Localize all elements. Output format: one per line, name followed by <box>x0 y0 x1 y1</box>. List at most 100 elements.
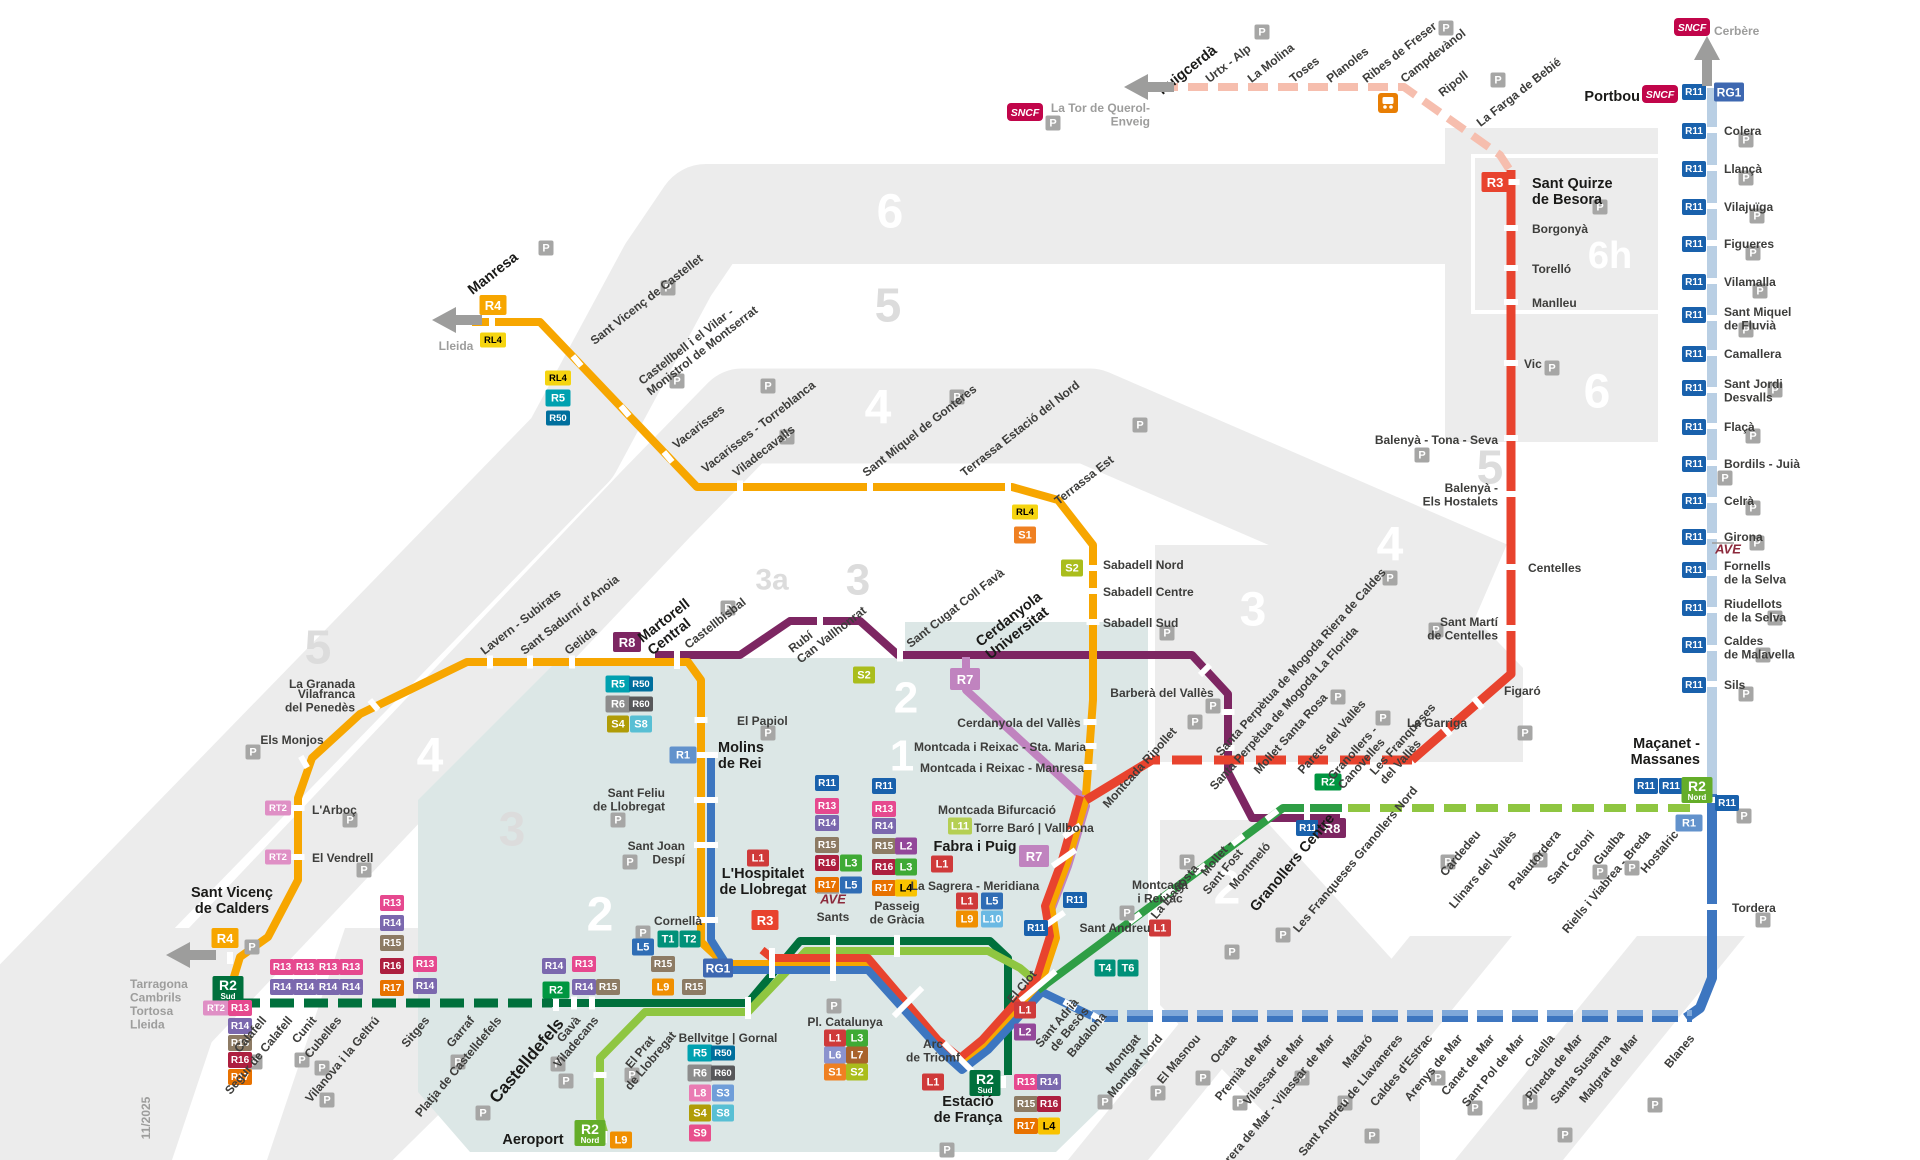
svg-text:R13: R13 <box>231 1003 250 1014</box>
badge-R14: R14 <box>872 818 896 834</box>
svg-text:P: P <box>1561 1130 1568 1142</box>
parking-icon: P <box>550 1056 566 1072</box>
svg-text:R50: R50 <box>549 413 566 424</box>
badge-R11: R11 <box>1682 637 1706 653</box>
badge-RT2: RT2 <box>265 849 291 865</box>
badge-RT2: RT2 <box>203 1000 229 1016</box>
station-tick <box>1705 570 1719 576</box>
station-tick <box>1192 862 1208 876</box>
svg-text:R5: R5 <box>693 1048 707 1060</box>
badge-S2: S2 <box>846 1063 868 1081</box>
svg-text:R11: R11 <box>1685 164 1703 175</box>
station-tick <box>817 614 823 628</box>
badge-R16: R16 <box>1037 1096 1061 1112</box>
badge-L5: L5 <box>840 876 862 894</box>
parking-icon: P <box>450 1054 466 1070</box>
badge-L3: L3 <box>895 858 917 876</box>
svg-text:P: P <box>1742 325 1749 337</box>
badge-R4: R4 <box>211 928 239 948</box>
svg-text:R50: R50 <box>714 1048 731 1059</box>
station-tick <box>1083 764 1097 770</box>
badge-RL4: RL4 <box>545 370 571 386</box>
station-tick <box>674 647 680 669</box>
badge-R15: R15 <box>380 935 404 951</box>
parking-icon: P <box>635 925 651 941</box>
svg-text:R11: R11 <box>1685 603 1703 614</box>
svg-text:P: P <box>1199 1073 1206 1085</box>
svg-text:R5: R5 <box>611 679 625 691</box>
station-label: Balenyà - Tona - Seva <box>1375 433 1498 447</box>
svg-text:R1: R1 <box>676 750 690 762</box>
badge-R17: R17 <box>1014 1118 1038 1134</box>
badge-L7: L7 <box>846 1046 868 1064</box>
badge-R11: R11 <box>1682 529 1706 545</box>
station-label: Bellvitge | Gornal <box>679 1031 778 1045</box>
svg-text:S2: S2 <box>850 1067 863 1079</box>
badge-R11: R11 <box>1063 892 1087 908</box>
badge-R15: R15 <box>651 956 675 972</box>
station-label: Montcada Bifurcació <box>938 803 1056 817</box>
parking-icon: P <box>1132 417 1148 433</box>
station-tick <box>527 655 533 669</box>
badge-S4: S4 <box>689 1104 711 1122</box>
parking-icon: P <box>1745 500 1761 516</box>
badge-R13: R13 <box>228 1000 252 1016</box>
badge-R11: R11 <box>1296 820 1320 836</box>
svg-text:R11: R11 <box>1685 277 1703 288</box>
station-tick <box>1005 480 1011 494</box>
badge-R11: R11 <box>1024 920 1048 936</box>
svg-text:P: P <box>614 815 621 827</box>
badge-R16: R16 <box>228 1052 252 1068</box>
station-label: La Tor de Querol-Enveig <box>1051 101 1150 129</box>
station-tick <box>1230 833 1246 847</box>
station-tick <box>1504 491 1518 497</box>
zone-number: 4 <box>1377 519 1404 572</box>
parking-icon: P <box>1592 199 1608 215</box>
svg-text:P: P <box>673 376 680 388</box>
svg-text:R11: R11 <box>1685 349 1703 360</box>
zone-number: 4 <box>865 382 892 435</box>
station-label: Lleida <box>439 339 474 353</box>
badge-R13: R13 <box>572 956 596 972</box>
badge-R7: R7 <box>950 668 980 690</box>
station-tick <box>1197 662 1213 678</box>
parking-icon: P <box>939 1142 955 1158</box>
station-tick <box>1704 904 1720 910</box>
station-tick <box>737 480 743 494</box>
parking-icon: P <box>622 854 638 870</box>
badge-R11: R11 <box>1682 307 1706 323</box>
badge-RG1: RG1 <box>703 958 733 978</box>
parking-icon: P <box>1755 647 1771 663</box>
parking-icon: P <box>342 812 358 828</box>
badge-RG1: RG1 <box>1714 82 1744 102</box>
badge-R11: R11 <box>1682 84 1706 100</box>
station-tick <box>1127 911 1143 925</box>
svg-text:R15: R15 <box>599 982 618 993</box>
parking-icon: P <box>1517 725 1533 741</box>
svg-text:R60: R60 <box>632 699 649 710</box>
svg-text:L7: L7 <box>851 1050 864 1062</box>
station-tick <box>1086 588 1100 594</box>
svg-text:R11: R11 <box>1685 383 1703 394</box>
badge-R2: R2 <box>542 981 570 999</box>
svg-text:R13: R13 <box>296 962 315 973</box>
badge-R11: R11 <box>1682 199 1706 215</box>
badge-L1: L1 <box>747 849 769 867</box>
parking-icon: P <box>1749 208 1765 224</box>
badge-R15: R15 <box>682 979 706 995</box>
parking-icon: P <box>1738 686 1754 702</box>
svg-text:P: P <box>1759 650 1766 662</box>
badge-R11: R11 <box>1682 161 1706 177</box>
svg-text:R3: R3 <box>757 913 774 928</box>
station-label: Maçanet -Massanes <box>1631 736 1700 768</box>
badge-R17: R17 <box>872 880 896 896</box>
station-label: Vic <box>1524 357 1542 371</box>
station-tick <box>593 1072 607 1078</box>
parking-icon: P <box>1745 428 1761 444</box>
